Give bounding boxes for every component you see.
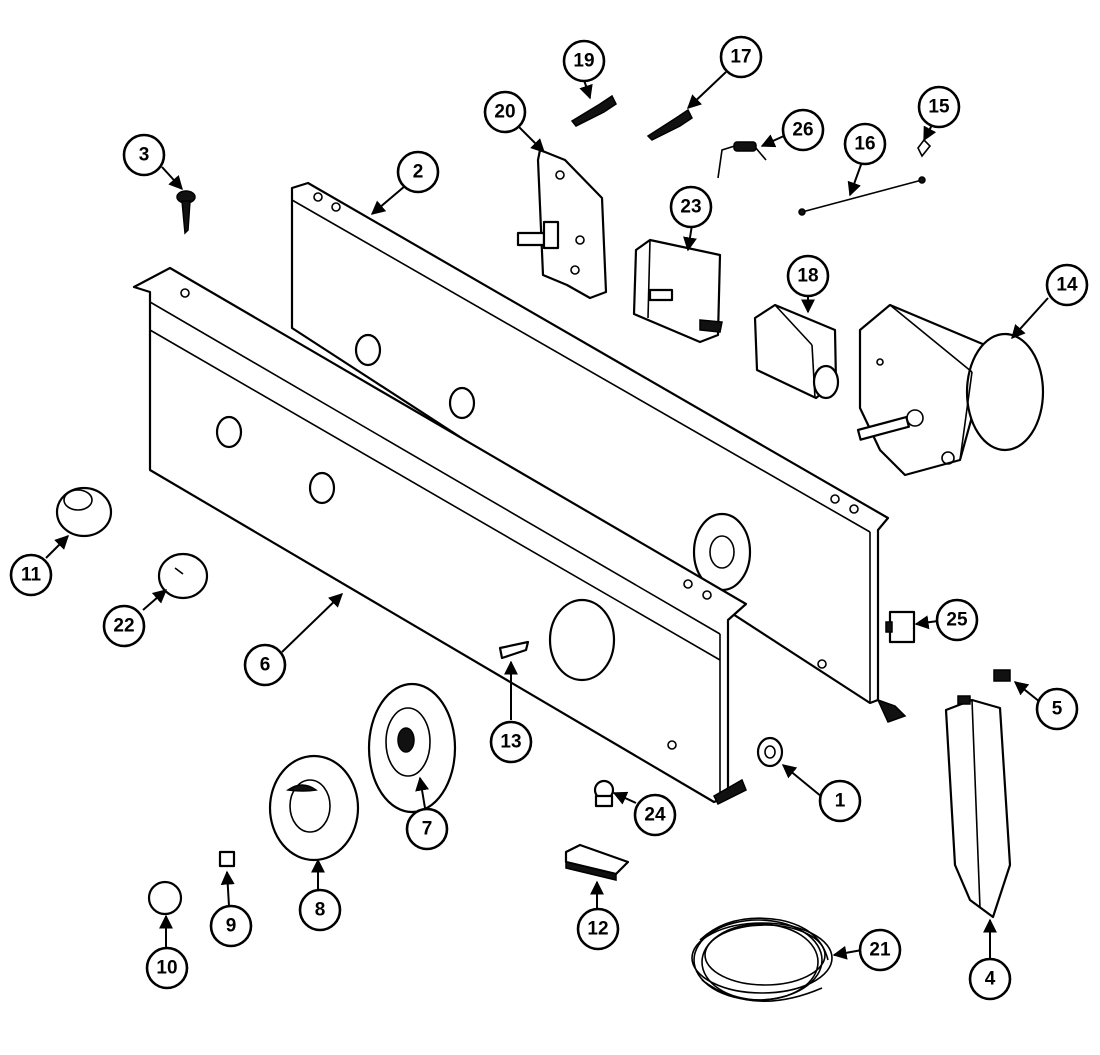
callout-26-label: 26	[792, 120, 813, 141]
callout-2-label: 2	[413, 162, 424, 183]
part-20-switch	[516, 148, 608, 300]
callout-23-label: 23	[680, 197, 701, 218]
part-11-knob	[55, 486, 113, 538]
callout-3: 3	[122, 133, 166, 177]
callout-22: 22	[102, 604, 146, 648]
part-6-front-panel	[132, 266, 748, 806]
callout-18-label: 18	[797, 266, 818, 287]
part-3-screw	[176, 190, 196, 235]
callout-11-label: 11	[21, 565, 42, 586]
callout-1: 1	[818, 779, 862, 823]
part-18-relay	[753, 303, 840, 400]
part-9-clip	[218, 850, 236, 868]
part-25-switch	[885, 610, 916, 644]
callout-24-label: 24	[644, 805, 666, 826]
callout-10-label: 10	[156, 958, 177, 979]
callout-9: 9	[209, 904, 253, 948]
part-2-rear-panel	[290, 181, 907, 723]
callout-1-label: 1	[835, 791, 846, 812]
callout-19: 19	[562, 39, 606, 83]
callout-5-label: 5	[1052, 699, 1063, 720]
callout-24: 24	[633, 793, 677, 837]
callout-6: 6	[243, 643, 287, 687]
callout-7-label: 7	[422, 819, 433, 840]
part-8-dial	[268, 754, 360, 862]
callout-13: 13	[489, 720, 533, 764]
callout-4: 4	[968, 957, 1012, 1001]
callout-14: 14	[1045, 263, 1089, 307]
part-15-clip	[917, 138, 932, 158]
callout-12: 12	[576, 907, 620, 951]
part-1-nut	[756, 736, 784, 768]
callout-15: 15	[917, 85, 961, 129]
leader-lines	[45, 71, 1049, 960]
callouts: 1 2 3 4 5 6 7 8 9 10 11 12 13 14 15 16 1…	[9, 35, 1089, 1001]
callout-18: 18	[786, 254, 830, 298]
callout-4-label: 4	[985, 969, 996, 990]
callout-5: 5	[1035, 687, 1079, 731]
callout-23: 23	[669, 185, 713, 229]
callout-19-label: 19	[573, 51, 594, 72]
part-7-dial	[367, 682, 457, 814]
part-23-selector-switch	[632, 238, 723, 344]
part-14-timer	[856, 303, 1045, 477]
callout-11: 11	[9, 553, 53, 597]
part-21-wire-harness	[691, 917, 833, 1002]
part-5-clip	[993, 669, 1011, 682]
callout-22-label: 22	[113, 616, 134, 637]
callout-3-label: 3	[139, 145, 150, 166]
part-16-wire	[798, 176, 926, 216]
part-17-screw	[646, 108, 693, 141]
callout-15-label: 15	[928, 97, 950, 118]
part-19-screw	[570, 94, 617, 127]
callout-17: 17	[719, 35, 763, 79]
callout-20-label: 20	[494, 102, 515, 123]
part-24-bumper	[593, 779, 615, 808]
callout-17-label: 17	[730, 47, 751, 68]
callout-26: 26	[781, 108, 825, 152]
callout-14-label: 14	[1056, 275, 1078, 296]
callout-21-label: 21	[869, 940, 891, 961]
callout-8: 8	[298, 888, 342, 932]
callout-16: 16	[843, 122, 887, 166]
part-10-button	[147, 880, 183, 916]
callout-6-label: 6	[260, 655, 271, 676]
callout-8-label: 8	[315, 900, 326, 921]
callout-10: 10	[145, 946, 189, 990]
part-12-block	[564, 843, 630, 881]
callout-2: 2	[396, 150, 440, 194]
callout-12-label: 12	[587, 919, 608, 940]
callout-7: 7	[405, 807, 449, 851]
part-13-screw	[498, 640, 530, 660]
callout-20: 20	[483, 90, 527, 134]
callout-13-label: 13	[500, 732, 521, 753]
callout-25-label: 25	[946, 610, 968, 631]
part-22-knob	[157, 552, 209, 600]
part-26-jumper	[717, 141, 767, 179]
part-4-side-trim	[944, 695, 1012, 919]
callout-25: 25	[935, 598, 979, 642]
callout-16-label: 16	[854, 134, 875, 155]
callout-9-label: 9	[226, 916, 237, 937]
callout-21: 21	[858, 928, 902, 972]
